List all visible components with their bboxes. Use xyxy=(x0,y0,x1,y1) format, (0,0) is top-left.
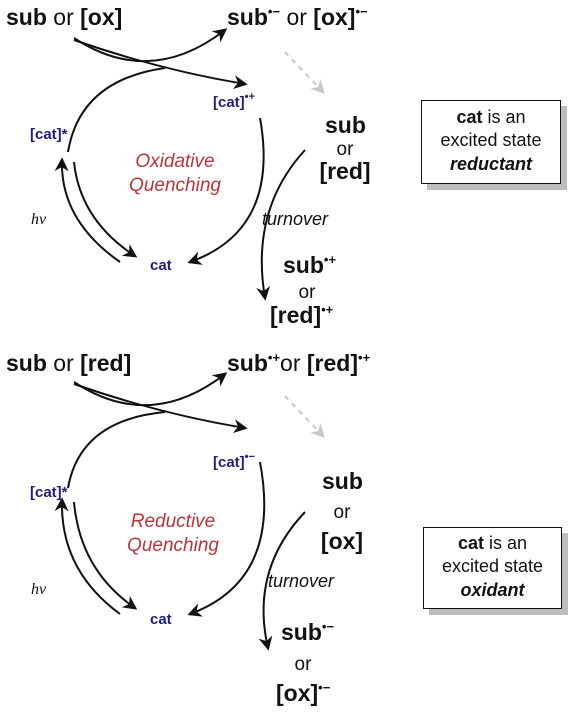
top-dashed-arrow xyxy=(284,51,325,95)
top-cat-oxidation-arrow xyxy=(73,39,248,90)
top-donor-red: [red] xyxy=(319,158,371,184)
red-label: [red] xyxy=(80,350,132,376)
top-right-arc xyxy=(187,117,265,265)
or-label: or xyxy=(286,4,307,30)
radical-anion-sup: •− xyxy=(267,4,281,19)
sub-label: sub xyxy=(227,4,268,30)
bottom-cat-excited: [cat]* xyxy=(30,484,68,501)
or-label: or xyxy=(53,4,74,30)
top-left-arc xyxy=(67,67,166,153)
bottom-turnover-arrow xyxy=(258,511,306,651)
ox-label: [ox] xyxy=(80,4,123,30)
ox-label: [ox] xyxy=(313,4,356,30)
top-turnover-arrow xyxy=(256,149,306,301)
bottom-quenching-label: Reductive Quenching xyxy=(127,511,219,556)
bottom-cat-reduced: [cat]•− xyxy=(213,451,255,471)
bottom-product-label: sub•+or [red]•+ xyxy=(227,350,371,376)
radical-anion-sup: •− xyxy=(355,4,368,19)
top-hv-arrow-down xyxy=(73,161,138,258)
bottom-acceptor-product-ox: [ox]•− xyxy=(276,680,331,706)
sub-label: sub xyxy=(6,4,47,30)
top-hv-arrow-up xyxy=(54,157,121,263)
top-donor-product-red: [red]•+ xyxy=(270,302,334,328)
or-label: or xyxy=(280,350,301,376)
bottom-cat-reduction-arrow xyxy=(73,383,248,434)
radical-cation-sup: •+ xyxy=(358,350,371,365)
top-donor-product-or: or xyxy=(298,282,316,303)
bottom-acceptor-product-sub: sub•− xyxy=(281,619,335,645)
top-donor-or: or xyxy=(336,139,354,160)
or-label: or xyxy=(53,350,74,376)
top-product-label: sub•− or [ox]•− xyxy=(227,4,368,30)
top-cat-oxidized: [cat]•+ xyxy=(213,91,255,111)
top-substrate-arrow xyxy=(73,28,228,63)
sub-label: sub xyxy=(6,350,47,376)
bottom-hv-arrow-down xyxy=(73,501,138,610)
top-donor-sub: sub xyxy=(325,112,366,138)
bottom-right-arc xyxy=(187,461,266,617)
bottom-oxidant-box: cat is an excited state oxidant xyxy=(423,527,562,609)
top-reductant-box: cat is an excited state reductant xyxy=(421,100,561,184)
bottom-acceptor-or: or xyxy=(333,502,351,523)
top-turnover-label: turnover xyxy=(262,209,329,229)
bottom-dashed-arrow xyxy=(284,395,325,439)
bottom-substrate-arrow xyxy=(73,372,228,407)
bottom-reactant-label: sub or [red] xyxy=(6,352,131,375)
bottom-turnover-label: turnover xyxy=(268,571,335,591)
bottom-hv-arrow-up xyxy=(54,497,121,615)
bottom-acceptor-ox: [ox] xyxy=(320,528,364,554)
bottom-cat-ground: cat xyxy=(150,611,172,628)
top-hv-label: hv xyxy=(31,211,47,228)
top-cat-excited: [cat]* xyxy=(30,126,68,143)
sub-label: sub xyxy=(227,350,268,376)
top-quenching-label: Oxidative Quenching xyxy=(129,151,221,196)
top-reactant-label: sub or [ox] xyxy=(6,6,122,29)
red-label: [red] xyxy=(306,350,359,376)
top-donor-product-sub: sub•+ xyxy=(283,252,337,278)
radical-cation-sup: •+ xyxy=(267,350,281,365)
bottom-acceptor-sub: sub xyxy=(322,468,363,494)
top-cat-ground: cat xyxy=(150,257,172,274)
bottom-hv-label: hv xyxy=(31,581,47,598)
bottom-left-arc xyxy=(67,411,166,489)
bottom-acceptor-product-or: or xyxy=(294,654,312,675)
